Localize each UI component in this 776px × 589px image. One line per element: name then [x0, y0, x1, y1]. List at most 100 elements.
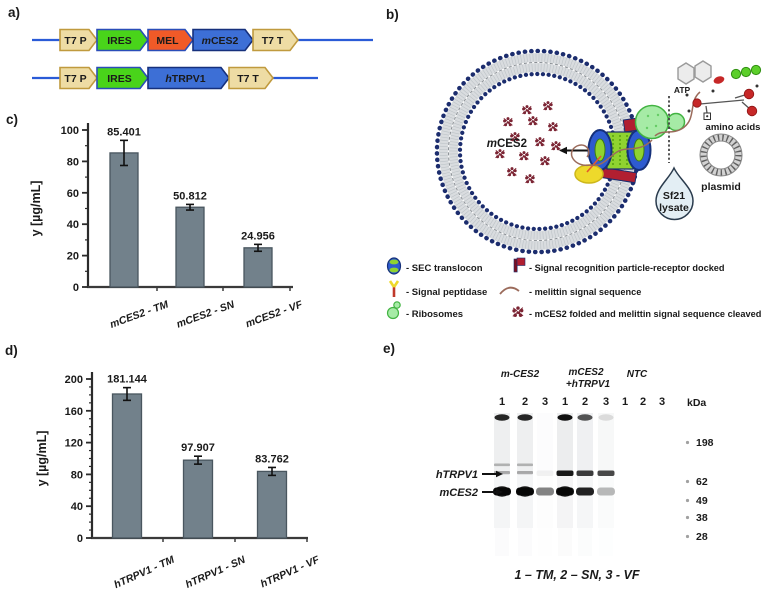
- folded-protein-cluster: [510, 132, 520, 142]
- gene-label: T7 P: [64, 35, 86, 47]
- lane-number: 1: [622, 396, 628, 408]
- gene-label: mCES2: [202, 35, 239, 47]
- folded-protein-cluster: [535, 137, 545, 147]
- construct-block-t7-t: [252, 28, 300, 52]
- bar: [109, 152, 139, 288]
- panel-c-letter: c): [6, 112, 18, 127]
- lane-number: 3: [542, 396, 548, 408]
- y-tick-label: 80: [67, 156, 79, 168]
- diagram-legend: - SEC translocon - Signal peptidase - Ri…: [386, 257, 761, 320]
- sf21-lysate-droplet: Sf21 lysate: [655, 166, 694, 221]
- category-label: hTRPV1 - SN: [184, 554, 248, 589]
- gel-lane: [556, 413, 574, 556]
- gel-caption: 1 – TM, 2 – SN, 3 - VF: [514, 568, 639, 582]
- legend-mces2-folded: - mCES2 folded and melittin signal seque…: [529, 309, 761, 319]
- category-label: hTRPV1 - VF: [259, 554, 322, 589]
- category-label: mCES2 - VF: [244, 298, 305, 330]
- y-tick-label: 40: [71, 501, 83, 513]
- folded-protein-cluster: [503, 117, 513, 127]
- folded-protein-cluster: [522, 105, 532, 115]
- marker-label: 198: [696, 437, 714, 449]
- lane-number: 2: [582, 396, 588, 408]
- lane-number: 3: [659, 396, 665, 408]
- gel-lane: [576, 413, 594, 528]
- legend-signal-peptidase: - Signal peptidase: [406, 287, 487, 298]
- htrpv1-band: [536, 470, 554, 476]
- band-label-mces2: mCES2: [439, 487, 478, 499]
- htrpv1-band: [576, 470, 594, 476]
- lane-number: 2: [640, 396, 646, 408]
- gel-lane: [597, 413, 615, 496]
- htrpv1-band-arrow: [482, 470, 503, 478]
- mces2-band: [597, 487, 615, 496]
- marker-dot: [685, 440, 690, 445]
- construct-block-mces2: [192, 28, 255, 52]
- gel-well: [494, 414, 510, 421]
- mces2-band: [576, 487, 594, 496]
- bar: [256, 470, 288, 539]
- panel-e-letter: e): [383, 341, 395, 356]
- gene-label: MEL: [156, 35, 179, 47]
- panel-d-letter: d): [5, 343, 18, 358]
- bar: [243, 247, 273, 288]
- bar-value-label: 83.762: [255, 453, 289, 465]
- construct-block-t7-p: [59, 66, 99, 90]
- cleaved-signal-peptide: [586, 155, 602, 173]
- gene-label: IRES: [107, 73, 132, 85]
- gel-group-label-coexpr-line2: +hTRPV1: [566, 379, 611, 390]
- folded-protein-cluster: [528, 116, 538, 126]
- folded-protein-cluster: [551, 141, 561, 151]
- gene-label: T7 T: [237, 73, 259, 85]
- gel-lane: [493, 413, 511, 556]
- ribosomes: [634, 96, 686, 163]
- folded-mces2-proteins: [495, 101, 561, 184]
- construct-block-t7-t: [228, 66, 275, 90]
- category-label: mCES2 - TM: [108, 298, 170, 330]
- y-tick-label: 100: [61, 125, 79, 137]
- y-tick-label: 80: [71, 469, 83, 481]
- lysate-label-line2: lysate: [659, 202, 689, 214]
- signal-peptidase-icon: [388, 280, 400, 297]
- marker-label: 49: [696, 495, 708, 507]
- gel-well: [517, 414, 533, 421]
- amino-acids-label: amino acids: [706, 122, 761, 133]
- y-tick-label: 20: [67, 251, 79, 263]
- y-tick-label: 200: [65, 374, 83, 386]
- gel-lane: [516, 413, 534, 556]
- atp-label: ATP: [674, 85, 691, 95]
- bar-value-label: 24.956: [241, 230, 275, 242]
- bar-value-label: 50.812: [173, 190, 207, 202]
- folded-protein-cluster: [512, 306, 524, 317]
- lane-number: 2: [522, 396, 528, 408]
- gel-group-label-ntc: NTC: [627, 369, 648, 380]
- panel-b-letter: b): [386, 7, 399, 22]
- legend-melittin: - melittin signal sequence: [529, 287, 641, 297]
- srp-receptor-icon: [513, 257, 526, 273]
- y-tick-label: 0: [77, 533, 83, 545]
- construct-block-htrpv1: [147, 66, 231, 90]
- gel-group-label-coexpr-line1: mCES2: [568, 367, 603, 378]
- band-label-htrpv1: hTRPV1: [436, 469, 478, 481]
- ribosomes-icon: [386, 301, 401, 320]
- bar-value-label: 97.907: [181, 442, 215, 454]
- category-label: hTRPV1 - TM: [112, 554, 176, 589]
- gene-label: mCES2: [487, 138, 527, 150]
- plasmid-label: plasmid: [701, 181, 741, 193]
- gene-label: hTRPV1: [165, 73, 205, 85]
- folded-protein-cluster: [548, 122, 558, 132]
- plasmid-icon: [699, 133, 743, 177]
- legend-srp-receptor: - Signal recognition particle-receptor d…: [529, 263, 725, 273]
- y-axis-label: y [µg/mL]: [29, 181, 43, 237]
- signal-peptidase: [574, 164, 604, 184]
- htrpv1-band: [597, 470, 615, 476]
- folded-protein-cluster: [543, 101, 553, 111]
- marker-dot: [685, 479, 690, 484]
- gel-group-label-mces2: m-CES2: [501, 369, 540, 380]
- marker-label: 62: [696, 476, 708, 488]
